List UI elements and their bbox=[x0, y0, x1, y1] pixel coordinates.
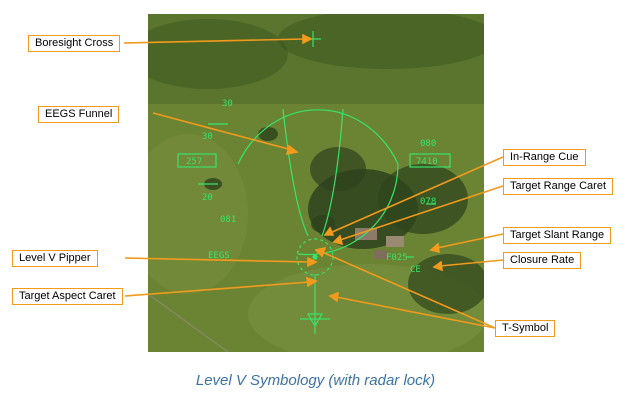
tree-cluster bbox=[148, 19, 288, 89]
road bbox=[148, 293, 229, 352]
callout-target-range-caret: Target Range Caret bbox=[503, 178, 613, 195]
hud-right-mid-value: 078 bbox=[420, 197, 436, 207]
hud-left-small-value: 081 bbox=[220, 215, 236, 225]
callout-boresight-cross: Boresight Cross bbox=[28, 35, 121, 52]
callout-t-symbol: T-Symbol bbox=[495, 320, 556, 337]
grass-patch bbox=[148, 134, 248, 294]
building bbox=[386, 236, 404, 247]
hud-right-box-value: 7410 bbox=[416, 157, 438, 167]
left-data-box bbox=[177, 153, 217, 168]
hud-scale-left-2: 20 bbox=[202, 193, 213, 203]
hud-left-box-value: 257 bbox=[186, 157, 202, 167]
tree bbox=[258, 127, 278, 141]
callout-eegs-funnel: EEGS Funnel bbox=[38, 106, 120, 123]
hud-scene: 30 30 20 257 7410 080 081 EEGS 078 F025 … bbox=[148, 14, 484, 352]
callout-target-slant-range: Target Slant Range bbox=[503, 227, 612, 244]
callout-in-range-cue: In-Range Cue bbox=[503, 149, 586, 166]
hud-right-top-value: 080 bbox=[420, 139, 436, 149]
hud-slant-range-value: F025 bbox=[386, 253, 408, 263]
tree bbox=[311, 215, 335, 233]
callout-target-aspect-caret: Target Aspect Caret bbox=[12, 288, 123, 305]
hud-scale-top: 30 bbox=[222, 99, 233, 109]
target-symbol bbox=[306, 313, 324, 328]
tree-cluster bbox=[310, 147, 366, 191]
callout-closure-rate: Closure Rate bbox=[503, 252, 582, 269]
tree-cluster bbox=[278, 14, 484, 69]
hud-scale-left-1: 30 bbox=[202, 132, 213, 142]
callout-level-v-pipper: Level V Pipper bbox=[12, 250, 98, 267]
figure-caption: Level V Symbology (with radar lock) bbox=[195, 372, 436, 389]
hud-eegs-label: EEGS bbox=[208, 251, 230, 261]
terrain-and-hud: 30 30 20 257 7410 080 081 EEGS 078 F025 … bbox=[148, 14, 484, 352]
hud-closure-value: CE bbox=[410, 265, 421, 275]
pipper-dot bbox=[312, 254, 318, 260]
